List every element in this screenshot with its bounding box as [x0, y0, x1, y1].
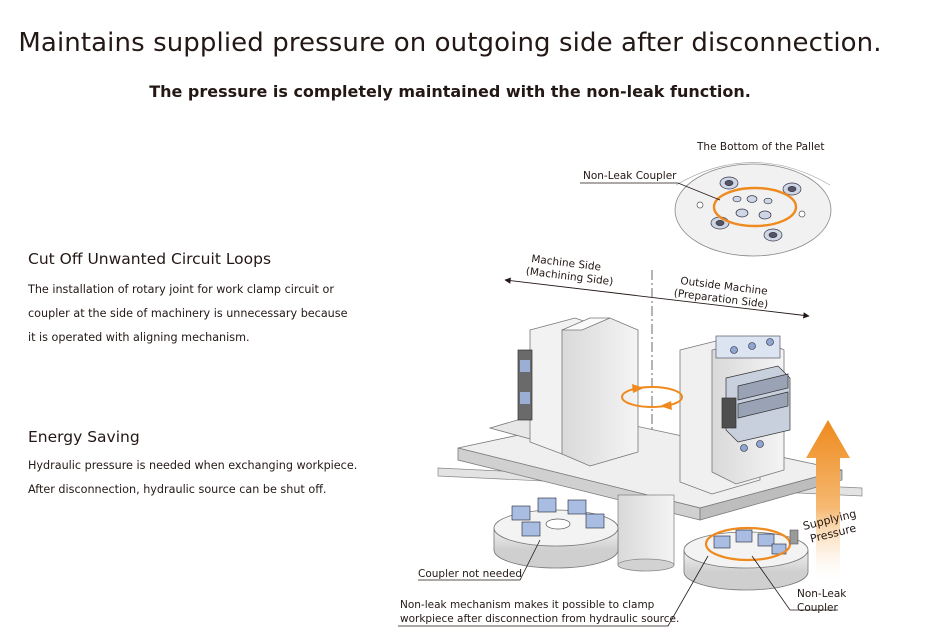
left-coupler-disk	[493, 497, 619, 569]
leader-line	[751, 555, 838, 611]
body-line: After disconnection, hydraulic source ca…	[28, 483, 327, 496]
label-line: Coupler	[797, 602, 838, 614]
left-fixture	[488, 317, 639, 467]
label-non-leak-mechanism: Non-leak mechanism makes it possible to …	[400, 599, 679, 625]
label-machine-side: Machine Side (Machining Side)	[525, 253, 615, 289]
center-column	[617, 494, 675, 572]
label-pallet-bottom: The Bottom of the Pallet	[696, 141, 824, 153]
label-non-leak-coupler-top: Non-Leak Coupler	[583, 170, 677, 182]
section-body-circuit-loops: The installation of rotary joint for wor…	[28, 278, 368, 350]
section-heading-energy-saving: Energy Saving	[28, 428, 140, 446]
pallet-bottom-inset	[674, 162, 832, 257]
coupler-bolt	[710, 176, 802, 242]
leader-line	[418, 539, 541, 581]
page-title: Maintains supplied pressure on outgoing …	[18, 28, 882, 58]
right-fixture	[679, 335, 791, 495]
section-body-energy-saving: Hydraulic pressure is needed when exchan…	[28, 454, 368, 502]
leader-line	[580, 182, 721, 201]
highlight-ring-top	[712, 186, 798, 228]
label-coupler-not-needed: Coupler not needed	[418, 568, 522, 580]
label-line: Non-leak mechanism makes it possible to …	[400, 599, 655, 611]
supplying-pressure-arrow	[806, 420, 850, 580]
leader-line	[398, 555, 709, 627]
body-line: it is operated with aligning mechanism.	[28, 331, 250, 344]
body-line: coupler at the side of machinery is unne…	[28, 307, 348, 320]
bolt-row	[730, 338, 774, 452]
direction-arrow	[504, 277, 810, 319]
work-clamp	[721, 365, 791, 443]
page-subtitle: The pressure is completely maintained wi…	[149, 82, 751, 101]
label-non-leak-coupler-bottom: Non-Leak Coupler	[797, 588, 850, 614]
body-line: Hydraulic pressure is needed when exchan…	[28, 459, 358, 472]
label-line: workpiece after disconnection from hydra…	[400, 613, 679, 625]
body-line: The installation of rotary joint for wor…	[28, 283, 334, 296]
label-line: Non-Leak	[797, 588, 847, 600]
right-coupler-disk	[683, 526, 809, 591]
section-heading-circuit-loops: Cut Off Unwanted Circuit Loops	[28, 250, 272, 268]
rotation-indicator	[621, 384, 683, 410]
